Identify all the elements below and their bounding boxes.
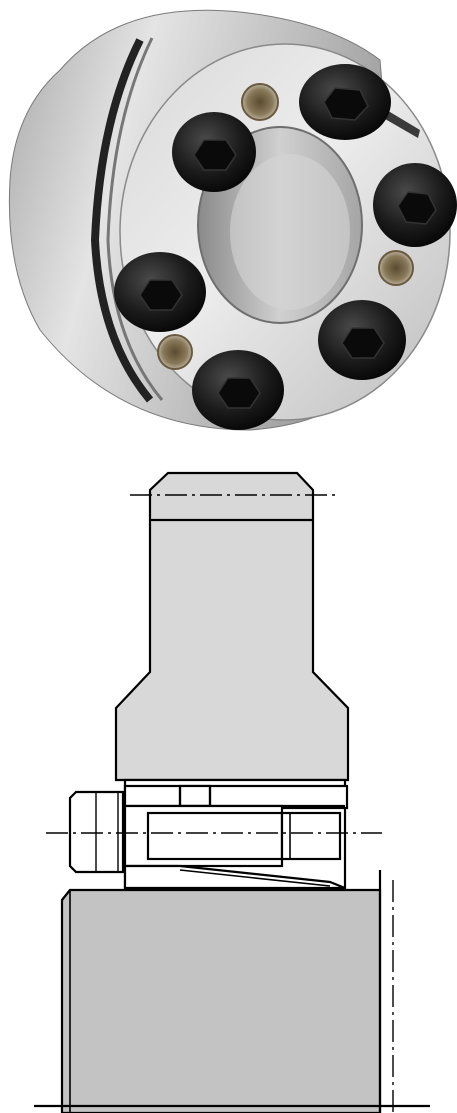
locking-assembly-photo — [8, 9, 457, 431]
socket-cap-screw — [299, 64, 391, 140]
socket-cap-screw — [114, 252, 206, 332]
threaded-hole — [157, 334, 193, 370]
shaft-section — [60, 870, 382, 1113]
socket-cap-screw — [318, 300, 406, 380]
screw-head-section — [68, 790, 125, 874]
socket-cap-screw — [373, 163, 457, 247]
hub-section — [114, 471, 350, 782]
threaded-hole — [241, 83, 279, 121]
ring-groove — [90, 37, 164, 403]
sectional-drawing — [34, 471, 430, 1113]
socket-cap-screw — [172, 112, 256, 192]
socket-cap-screw — [192, 350, 284, 430]
locking-assembly-section — [123, 778, 349, 890]
threaded-hole — [378, 250, 414, 286]
